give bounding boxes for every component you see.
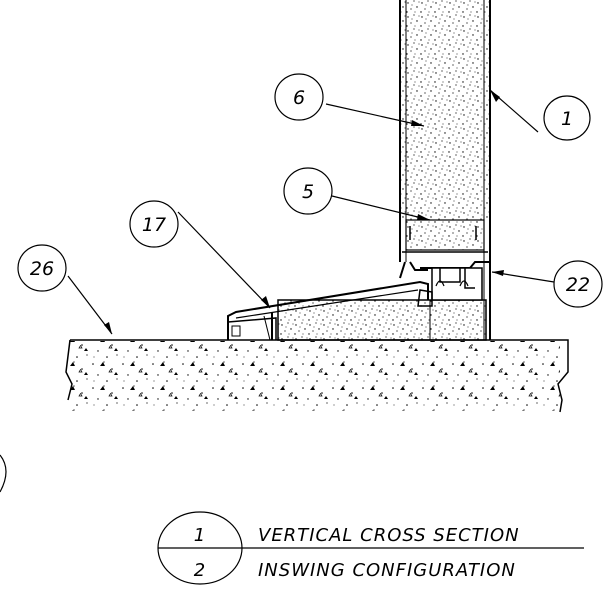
callout-1: 1 (543, 95, 591, 141)
callout-22-label: 22 (566, 274, 590, 296)
callout-17-label: 17 (142, 214, 166, 236)
callout-6-label: 6 (293, 87, 305, 109)
partial-bubble-fragment (0, 454, 7, 493)
door-panel (399, 0, 491, 340)
leader-arrowheads (104, 90, 504, 334)
detail-number: 1 (194, 525, 206, 546)
leader-lines (67, 89, 555, 335)
callout-22: 22 (553, 260, 603, 308)
insulated-pad (277, 299, 487, 341)
callout-5-label: 5 (302, 181, 314, 203)
callout-26: 26 (17, 244, 67, 292)
callout-17: 17 (129, 200, 179, 248)
callout-26-label: 26 (30, 258, 54, 280)
sheet-number: 2 (194, 560, 206, 581)
title-line-1: VERTICAL CROSS SECTION (258, 525, 520, 546)
title-line-2: INSWING CONFIGURATION (258, 560, 516, 581)
callout-5: 5 (283, 167, 333, 215)
callout-6: 6 (274, 73, 324, 121)
threshold (227, 280, 429, 341)
callout-1-label: 1 (561, 108, 573, 130)
title-block: 1 2 VERTICAL CROSS SECTION INSWING CONFI… (157, 511, 584, 585)
bottom-rail (402, 219, 488, 253)
concrete-slab (65, 339, 569, 413)
